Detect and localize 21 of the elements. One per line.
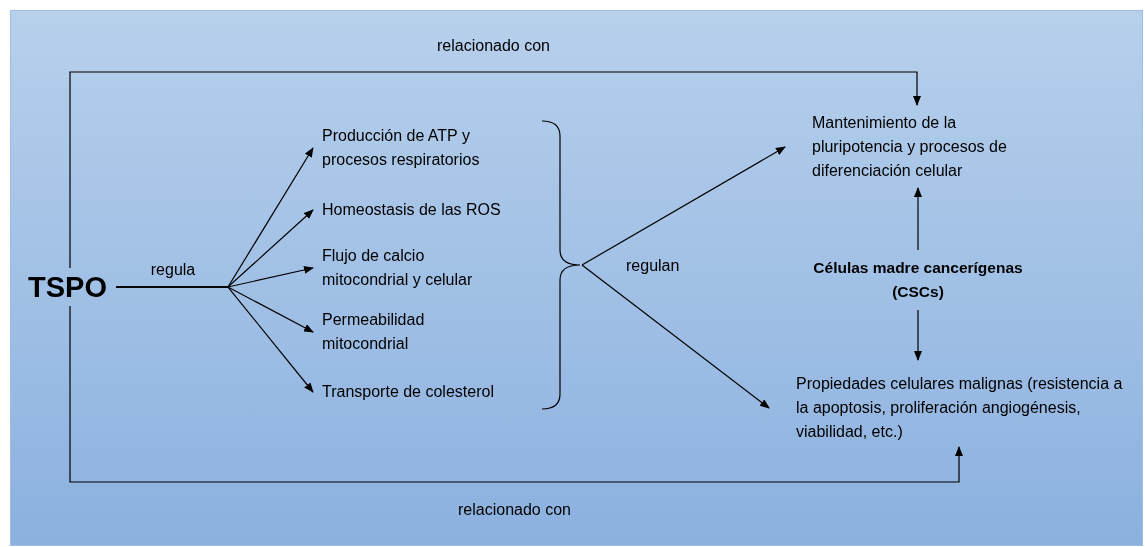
arrow (69, 71, 921, 269)
node-text: Mantenimiento de la pluripotencia y procesos de diferenciación celular (812, 113, 1008, 181)
node-text: Células madre cancerígenas (CSCs) (812, 258, 1024, 302)
node-text: Propiedades celulares malignas (resistencia a la apoptosis, proliferación angiogénesis, viabilidad, etc.) (796, 374, 1124, 442)
node-text: Producción de ATP y procesos respiratorios (322, 126, 481, 170)
node-text: Permeabilidad mitocondrial (322, 310, 426, 354)
arrow (115, 286, 314, 393)
text-label: regulan (626, 256, 680, 276)
arrow (914, 309, 922, 361)
curly-brace (540, 120, 582, 410)
edge-label: relacionado con (458, 500, 571, 520)
arrow (581, 264, 770, 409)
arrow (69, 305, 963, 483)
edge-label: regula (150, 260, 196, 280)
node-text: Transporte de colesterol (322, 382, 495, 402)
arrow (581, 146, 786, 266)
title-label: TSPO (28, 275, 108, 299)
node-text: Flujo de calcio mitocondrial y celular (322, 246, 474, 290)
edge-label: relacionado con (437, 36, 550, 56)
arrow (914, 187, 922, 251)
node-text: Homeostasis de las ROS (322, 200, 502, 220)
